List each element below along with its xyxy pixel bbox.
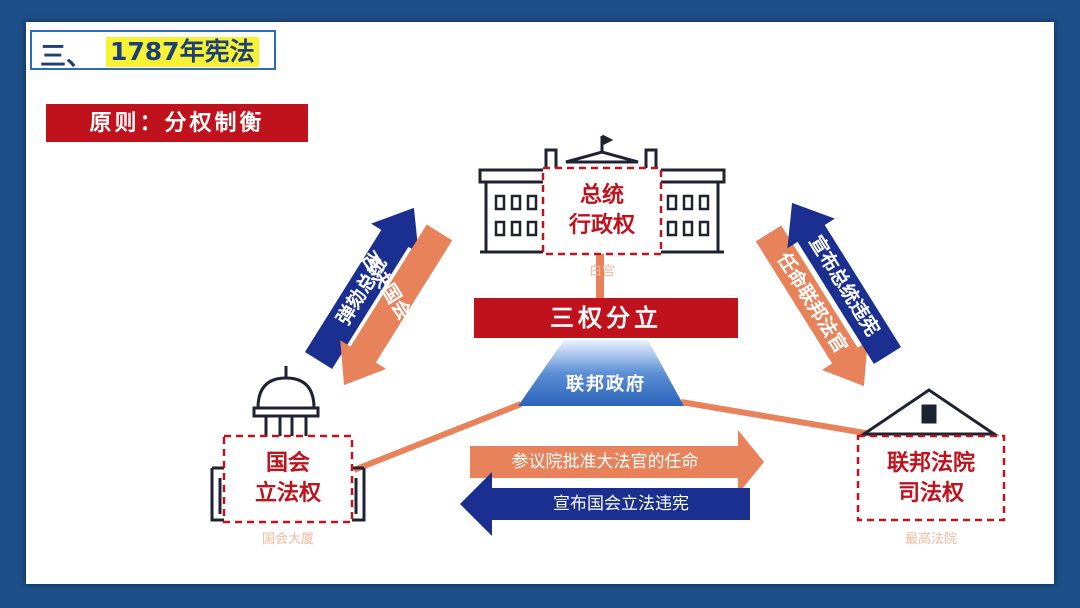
executive-power-line1: 总统 — [579, 182, 624, 208]
federal-government-pyramid — [518, 340, 684, 406]
diagram-graphics — [210, 134, 1006, 536]
legislative-power-box — [222, 434, 354, 524]
arrow-declare-legislation-unconstitutional — [460, 472, 750, 536]
judicial-power-line2: 司法权 — [897, 480, 964, 506]
title-box: 三、 1787年宪法 — [30, 30, 276, 72]
arrow-impeach-president — [304, 207, 419, 370]
principle-banner: 原则：分权制衡 — [46, 104, 308, 142]
judicial-power-line1: 联邦法院 — [886, 450, 975, 476]
judicial-power-box — [856, 434, 1006, 522]
separation-of-powers-band: 三权分立 — [474, 298, 738, 338]
executive-power-box — [541, 166, 663, 256]
legislative-power-line2: 立法权 — [254, 480, 321, 506]
executive-building-caption: 白宫 — [588, 264, 615, 279]
legislative-power-line1: 国会 — [265, 450, 310, 476]
legislative-label: 国会 立法权 — [224, 448, 352, 508]
title-prefix: 三、 — [40, 42, 93, 72]
arrow-senate-approve — [470, 430, 764, 494]
senate-approve-label: 参议院批准大法官的任命 — [511, 452, 699, 472]
legislative-building-caption: 国会大厦 — [261, 532, 314, 547]
executive-power-line2: 行政权 — [568, 212, 635, 238]
legislative-connector — [352, 401, 523, 473]
judicial-building-caption: 最高法院 — [904, 532, 957, 547]
white-house-icon — [478, 134, 726, 254]
page-title: 1787年宪法 — [106, 37, 259, 67]
judicial-label: 联邦法院 司法权 — [858, 448, 1004, 508]
arrow-appoint-judges — [755, 225, 868, 387]
arrow-declare-president-unconstitutional — [787, 202, 902, 365]
executive-label: 总统 行政权 — [543, 180, 661, 240]
capitol-icon — [210, 366, 366, 522]
slide: 三、 1787年宪法 原则：分权制衡 — [26, 22, 1054, 584]
judicial-connector — [680, 399, 872, 437]
declare-congress-label: 宣布国会立法违宪 — [553, 494, 689, 514]
arrow-veto-legislation — [340, 224, 453, 386]
federal-government-label: 联邦政府 — [566, 374, 646, 395]
